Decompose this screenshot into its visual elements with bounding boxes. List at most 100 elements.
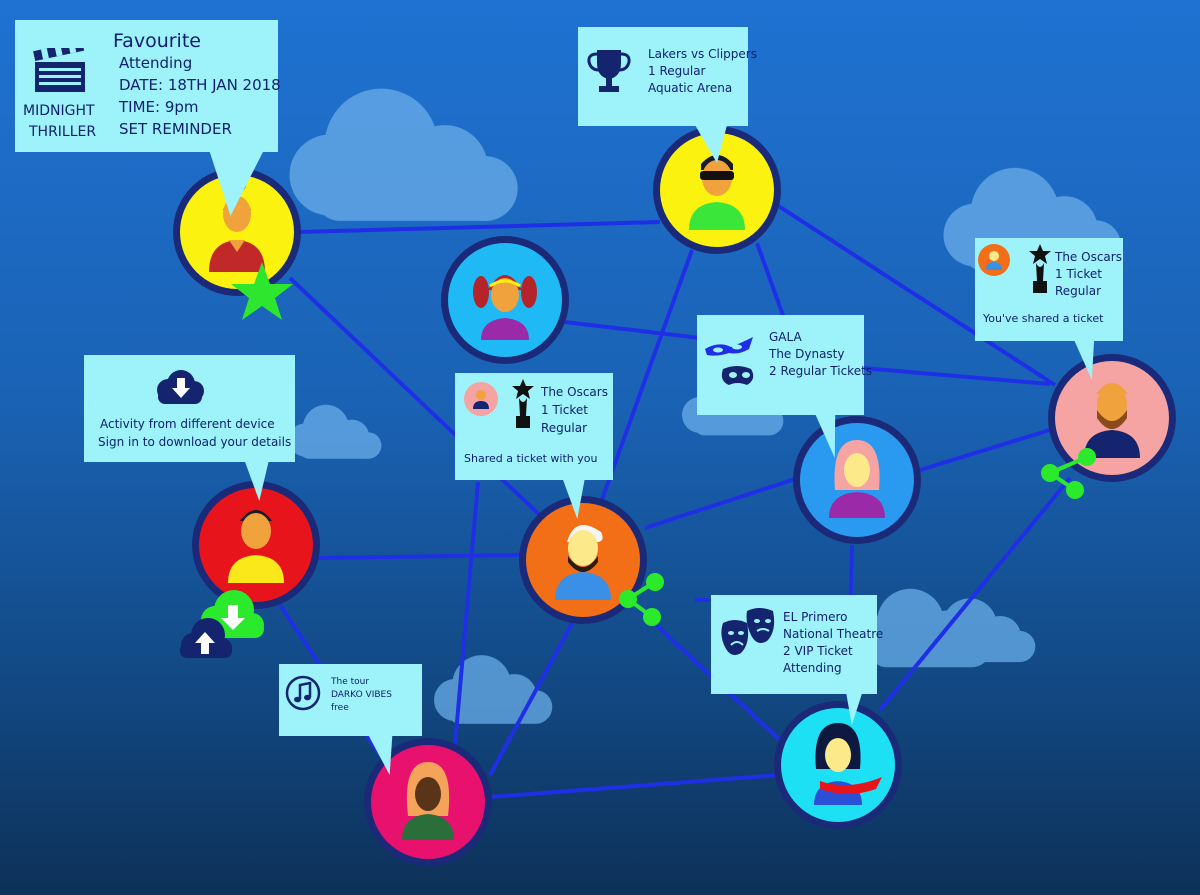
link-line bbox=[638, 608, 782, 742]
person-node-red-man[interactable] bbox=[192, 481, 320, 609]
ticket-price: free bbox=[331, 703, 349, 713]
face bbox=[241, 513, 271, 549]
link-line bbox=[489, 773, 781, 799]
trophy-icon bbox=[587, 50, 631, 92]
torso bbox=[555, 572, 611, 600]
torso bbox=[481, 318, 529, 340]
lakers-event-card[interactable]: Lakers vs Clippers 1 Regular Aquatic Are… bbox=[578, 27, 757, 163]
person-node-blonde-woman[interactable] bbox=[793, 416, 921, 544]
tour-event-card[interactable]: The tour DARKO VIBES free bbox=[279, 664, 422, 775]
award-statue-icon bbox=[1029, 244, 1051, 293]
venue-name: National Theatre bbox=[783, 627, 884, 641]
link-line bbox=[775, 203, 1057, 387]
link-line bbox=[861, 366, 1051, 386]
event-title: EL Primero bbox=[783, 610, 848, 624]
sign-in-prompt[interactable]: Sign in to download your details bbox=[98, 435, 292, 449]
link-line bbox=[299, 220, 661, 234]
music-note-icon bbox=[285, 675, 321, 711]
person-node-white-hair-man[interactable] bbox=[519, 496, 647, 624]
avatar-icon bbox=[978, 244, 1010, 276]
link-line bbox=[564, 320, 701, 340]
masquerade-mask-icon bbox=[705, 337, 754, 385]
favourite-event-card[interactable]: Favourite Attending DATE: 18TH JAN 2018 … bbox=[15, 20, 285, 216]
oscars-shared-card[interactable]: The Oscars 1 Ticket Regular You've share… bbox=[975, 238, 1123, 380]
event-time: TIME: 9pm bbox=[119, 98, 199, 116]
beard bbox=[1097, 410, 1127, 429]
clapperboard-icon bbox=[33, 48, 85, 92]
neck bbox=[229, 240, 245, 252]
person-node-pink-woman[interactable] bbox=[364, 738, 492, 866]
set-reminder-link[interactable]: SET REMINDER bbox=[119, 120, 232, 138]
activity-message: Activity from different device bbox=[100, 417, 275, 431]
pigtail-left bbox=[473, 276, 489, 308]
person-node-bearded-man[interactable] bbox=[1048, 354, 1176, 482]
link-line bbox=[317, 553, 521, 560]
ticket-type: Regular bbox=[1055, 284, 1102, 298]
ticket-info: 2 VIP Ticket bbox=[783, 644, 853, 658]
movie-title-line2: THRILLER bbox=[29, 124, 97, 140]
cloud-upload-icon[interactable] bbox=[180, 618, 232, 658]
scarf bbox=[820, 777, 882, 794]
torso bbox=[402, 814, 454, 840]
share-message: You've shared a ticket bbox=[983, 312, 1104, 325]
event-title: The Oscars bbox=[541, 385, 608, 399]
face bbox=[844, 453, 870, 487]
share-message: Shared a ticket with you bbox=[464, 452, 598, 465]
cloud-shape bbox=[288, 404, 382, 459]
event-title: Lakers vs Clippers bbox=[648, 47, 757, 61]
venue-name: Aquatic Arena bbox=[648, 81, 733, 95]
theatre-masks-icon bbox=[721, 608, 775, 655]
el-primero-event-card[interactable]: EL Primero National Theatre 2 VIP Ticket… bbox=[711, 595, 883, 725]
event-title: The Oscars bbox=[1055, 250, 1122, 264]
torso bbox=[228, 555, 284, 583]
torso bbox=[829, 492, 885, 518]
event-title: GALA bbox=[769, 330, 802, 344]
ticket-info: 2 Regular Tickets bbox=[769, 364, 873, 378]
gala-event-card[interactable]: GALA The Dynasty 2 Regular Tickets bbox=[697, 315, 872, 458]
ticket-type: Regular bbox=[541, 421, 588, 435]
face bbox=[1097, 386, 1127, 422]
favourite-star-icon bbox=[231, 262, 293, 320]
torso bbox=[1084, 430, 1140, 458]
event-status: Attending bbox=[119, 54, 193, 72]
favourite-heading: Favourite bbox=[113, 30, 201, 52]
share-icon[interactable] bbox=[1041, 448, 1096, 499]
device-activity-card[interactable]: Activity from different device Sign in t… bbox=[84, 355, 295, 501]
beard bbox=[568, 556, 598, 572]
event-subtitle: The Dynasty bbox=[769, 347, 845, 361]
face bbox=[568, 530, 598, 566]
link-line bbox=[644, 476, 799, 530]
event-title: The tour bbox=[331, 677, 370, 687]
ticket-count: 1 Ticket bbox=[541, 403, 588, 417]
face bbox=[223, 196, 251, 232]
person-node-woman-bun[interactable] bbox=[173, 168, 301, 296]
link-line bbox=[453, 481, 480, 746]
share-icon[interactable] bbox=[619, 573, 664, 626]
torso bbox=[689, 202, 745, 230]
cloud-shape bbox=[289, 88, 518, 221]
ticket-type: 1 Regular bbox=[648, 64, 706, 78]
event-date: DATE: 18TH JAN 2018 bbox=[119, 76, 281, 94]
link-line bbox=[878, 476, 1072, 712]
event-status: Attending bbox=[783, 661, 842, 675]
pigtail-right bbox=[521, 276, 537, 308]
award-statue-icon bbox=[512, 379, 534, 428]
cloud-shape bbox=[925, 598, 1036, 663]
link-line bbox=[488, 617, 577, 776]
link-line bbox=[598, 249, 694, 506]
ticket-count: 1 Ticket bbox=[1055, 267, 1102, 281]
person-node-scarf-woman[interactable] bbox=[774, 701, 902, 829]
person-node-pigtails-girl[interactable] bbox=[441, 236, 569, 364]
hair-bun bbox=[228, 175, 246, 193]
cloud-download-icon bbox=[157, 370, 204, 404]
face bbox=[491, 278, 519, 312]
link-line bbox=[919, 428, 1051, 472]
person-node-sunglasses-man[interactable] bbox=[653, 126, 781, 254]
oscars-received-card[interactable]: The Oscars 1 Ticket Regular Shared a tic… bbox=[455, 373, 613, 519]
face bbox=[825, 738, 851, 772]
sunglasses bbox=[700, 171, 734, 180]
headband bbox=[489, 279, 521, 288]
face bbox=[415, 777, 441, 811]
torso bbox=[209, 240, 265, 272]
movie-title-line1: MIDNIGHT bbox=[23, 103, 95, 119]
